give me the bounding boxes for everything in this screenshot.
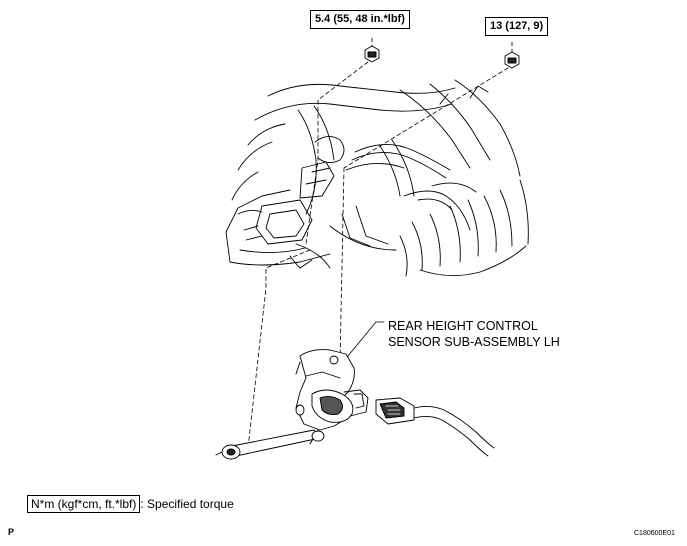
page-letter: P <box>8 527 15 537</box>
part-label-line-1: REAR HEIGHT CONTROL <box>388 319 538 333</box>
part-label: REAR HEIGHT CONTROL SENSOR SUB-ASSEMBLY … <box>388 318 560 350</box>
nut-icon <box>364 45 380 63</box>
connector-icon <box>375 397 495 457</box>
bolt-icon <box>504 51 520 69</box>
torque-legend: N*m (kgf*cm, ft.*lbf): Specified torque <box>27 495 234 513</box>
legend-unit-box: N*m (kgf*cm, ft.*lbf) <box>27 495 141 513</box>
figure-code: C180600E01 <box>634 530 675 537</box>
part-label-line-2: SENSOR SUB-ASSEMBLY LH <box>388 335 560 349</box>
torque-callout-nut: 5.4 (55, 48 in.*lbf) <box>310 10 410 29</box>
sensor-icon <box>295 349 369 445</box>
vehicle-body-linework <box>225 79 529 277</box>
link-rod-icon <box>215 429 325 460</box>
installation-guide-lines <box>247 37 513 449</box>
torque-callout-bolt: 13 (127, 9) <box>485 17 549 36</box>
part-label-leader <box>337 321 385 369</box>
legend-description: : Specified torque <box>140 497 234 511</box>
